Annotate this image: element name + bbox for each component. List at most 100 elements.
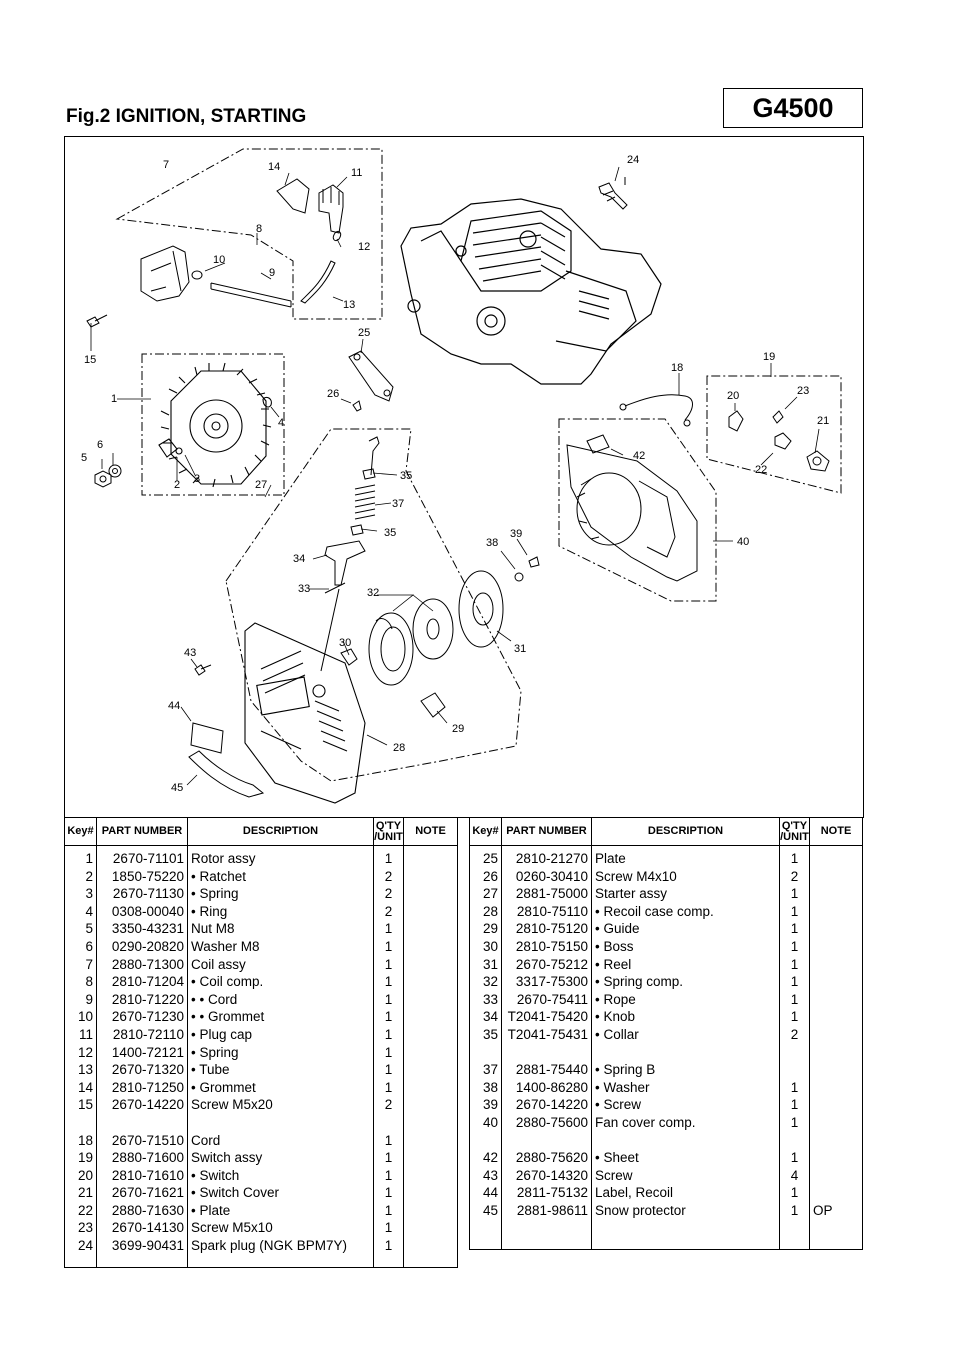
qty-cell: 1 (373, 1025, 404, 1044)
qty-cell: 1 (373, 845, 404, 868)
key-cell: 9 (64, 990, 97, 1009)
note-cell (809, 1043, 863, 1062)
part-number-cell: 2670-14320 (501, 1166, 592, 1185)
part-number-cell: 2881-75000 (501, 885, 592, 903)
qty-cell: 1 (373, 1149, 404, 1167)
callout: 6 (97, 439, 103, 451)
callout: 5 (81, 452, 87, 464)
part-number-cell (501, 1219, 592, 1250)
key-cell: 40 (469, 1113, 502, 1132)
description-cell: • Sheet (591, 1149, 780, 1167)
col-note: NOTE (403, 817, 458, 846)
callout: 2 (174, 479, 180, 491)
key-cell: 31 (469, 955, 502, 974)
description-cell: Nut M8 (187, 920, 374, 938)
plug-cap (276, 178, 344, 304)
description-cell: • Ratchet (187, 867, 374, 886)
callout: 10 (213, 254, 225, 266)
key-cell: 13 (64, 1061, 97, 1079)
key-cell: 1 (64, 845, 97, 868)
qty-cell: 2 (779, 867, 810, 886)
key-cell: 43 (469, 1166, 502, 1185)
qty-cell: 1 (373, 973, 404, 991)
switch-parts (728, 410, 830, 472)
qty-cell (779, 1219, 810, 1250)
part-number-cell: 2670-71621 (96, 1184, 188, 1202)
part-number-cell: 2881-98611 (501, 1201, 592, 1220)
callout: 31 (514, 643, 526, 655)
key-cell: 11 (64, 1025, 97, 1044)
part-number-cell: 0308-00040 (96, 902, 188, 921)
part-number-cell: 2810-75150 (501, 937, 592, 956)
note-cell (403, 1149, 458, 1167)
callout: 34 (293, 553, 305, 565)
note-cell (403, 1237, 458, 1268)
description-cell: • Reel (591, 955, 780, 974)
part-number-cell: 2810-71250 (96, 1078, 188, 1097)
callout: 27 (255, 479, 267, 491)
key-cell: 8 (64, 973, 97, 991)
note-cell (809, 902, 863, 921)
callout: 30 (339, 637, 351, 649)
recoil-case (244, 622, 366, 804)
key-cell: 42 (469, 1149, 502, 1167)
label-protector (188, 722, 265, 798)
qty-cell: 1 (779, 955, 810, 974)
description-cell: • Washer (591, 1078, 780, 1097)
callout: 37 (392, 498, 404, 510)
qty-cell: 1 (373, 1219, 404, 1238)
note-cell (403, 1061, 458, 1079)
part-number-cell (96, 1113, 188, 1132)
key-cell: 25 (469, 845, 502, 868)
qty-cell: 1 (779, 990, 810, 1009)
note-cell (403, 867, 458, 886)
description-cell: • Spring (187, 1043, 374, 1062)
qty-cell: 1 (779, 1096, 810, 1114)
part-number-cell: 1400-72121 (96, 1043, 188, 1062)
description-cell: Label, Recoil (591, 1184, 780, 1202)
exploded-diagram: 1 2 3 4 5 6 7 8 9 10 11 12 13 14 15 18 1… (64, 136, 864, 818)
callout: 32 (367, 587, 379, 599)
qty-cell: 1 (373, 937, 404, 956)
diagram-drawing: 1 2 3 4 5 6 7 8 9 10 11 12 13 14 15 18 1… (81, 148, 842, 804)
qty-cell: 2 (373, 885, 404, 903)
part-number-cell: 3317-75300 (501, 973, 592, 991)
description-cell: Snow protector (591, 1201, 780, 1220)
description-cell: Screw (591, 1166, 780, 1185)
key-cell: 38 (469, 1078, 502, 1097)
description-cell (591, 1131, 780, 1150)
qty-cell: 1 (373, 990, 404, 1009)
part-number-cell: 2880-75600 (501, 1113, 592, 1132)
description-cell: Washer M8 (187, 937, 374, 956)
key-cell: 29 (469, 920, 502, 938)
key-cell: 35 (469, 1025, 502, 1044)
nut-washer (94, 464, 122, 488)
qty-cell: 1 (779, 1078, 810, 1097)
description-cell: • Switch (187, 1166, 374, 1185)
note-cell (403, 845, 458, 868)
qty-cell: 1 (373, 1008, 404, 1026)
note-cell (403, 1025, 458, 1044)
leader-lines (90, 166, 820, 786)
callout: 13 (343, 299, 355, 311)
part-number-cell: 2810-72110 (96, 1025, 188, 1044)
callout: 8 (256, 223, 262, 235)
key-cell: 7 (64, 955, 97, 974)
col-part-number: PART NUMBER (96, 817, 188, 846)
key-cell: 44 (469, 1184, 502, 1202)
key-cell: 34 (469, 1008, 502, 1026)
description-cell: Rotor assy (187, 845, 374, 868)
description-cell: • Boss (591, 937, 780, 956)
key-cell: 37 (469, 1061, 502, 1079)
note-cell (403, 937, 458, 956)
key-cell: 39 (469, 1096, 502, 1114)
